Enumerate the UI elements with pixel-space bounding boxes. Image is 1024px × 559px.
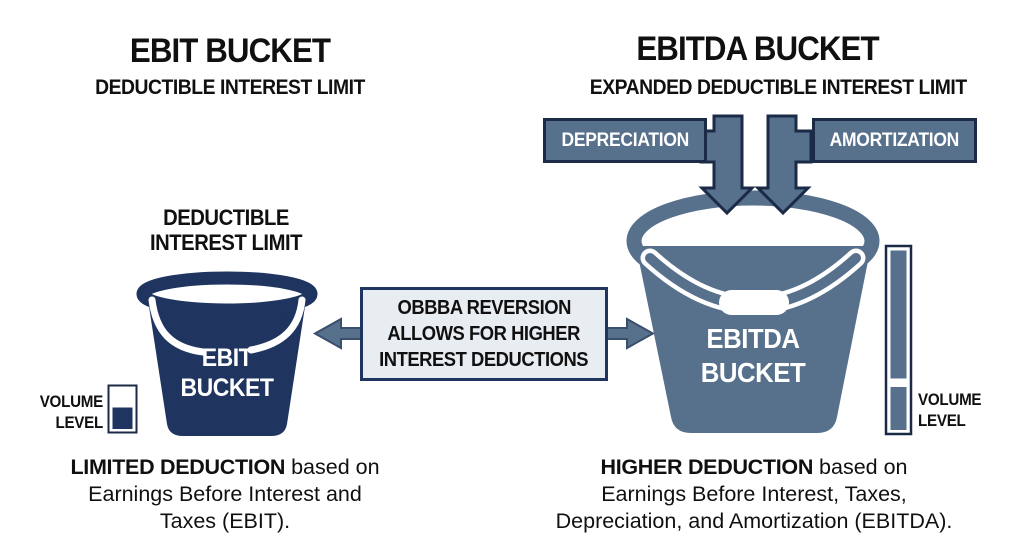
ebit-caption-line2: Earnings Before Interest and (88, 482, 362, 506)
obbba-line3: INTEREST DEDUCTIONS (379, 349, 589, 371)
depreciation-box: DEPRECIATION (543, 118, 707, 163)
ebitda-caption-rest: based on (813, 455, 908, 479)
ebit-bucket-label-line2: BUCKET (180, 374, 274, 402)
ebitda-volume-label: VOLUME LEVEL (918, 390, 996, 431)
ebitda-handle-grip (719, 290, 789, 315)
ebit-caption-line3: Taxes (EBIT). (159, 509, 291, 533)
ebitda-title: EBITDA BUCKET (636, 30, 879, 68)
ebit-handle-right (247, 296, 306, 354)
ebitda-volume-gauge (884, 244, 913, 436)
ebitda-bucket-label: EBITDA BUCKET (679, 322, 826, 390)
ebit-title: EBIT BUCKET (129, 32, 331, 70)
ebitda-bucket-label-line1: EBITDA (706, 323, 800, 354)
ebit-subtitle: DEDUCTIBLE INTEREST LIMIT (95, 76, 365, 99)
ebitda-volume-label-line2: LEVEL (918, 411, 966, 430)
ebitda-caption-line3: Depreciation, and Amortization (EBITDA). (555, 509, 953, 533)
ebit-volume-gauge (107, 384, 138, 434)
depreciation-label: DEPRECIATION (561, 129, 689, 151)
ebit-volume-label: VOLUME LEVEL (34, 392, 104, 433)
ebitda-caption: HIGHER DEDUCTION based on Earnings Befor… (534, 454, 974, 535)
ebit-caption: LIMITED DEDUCTION based on Earnings Befo… (64, 454, 386, 535)
ebitda-bucket-label-line2: BUCKET (700, 357, 806, 388)
ebit-volume-label-line2: LEVEL (55, 413, 103, 432)
ebitda-caption-line2: Earnings Before Interest, Taxes, (601, 482, 907, 506)
ebit-limit-heading: DEDUCTIBLE INTEREST LIMIT (128, 205, 323, 255)
arrow-left-icon (312, 317, 363, 350)
ebit-volume-label-line1: VOLUME (39, 393, 104, 411)
amortization-inflow-arrow-icon (754, 114, 813, 216)
ebit-caption-rest: based on (285, 455, 380, 479)
ebit-limit-heading-line1: DEDUCTIBLE (163, 205, 289, 230)
ebit-bucket-label-line1: EBIT (201, 344, 253, 372)
arrow-right-icon (605, 317, 656, 350)
ebit-bucket-label: EBIT BUCKET (153, 343, 300, 403)
amortization-box: AMORTIZATION (812, 118, 977, 163)
ebit-caption-bold: LIMITED DEDUCTION (70, 455, 286, 479)
ebit-limit-heading-line2: INTEREST LIMIT (149, 230, 303, 255)
obbba-line2: ALLOWS FOR HIGHER (387, 323, 581, 345)
ebit-bucket-graphic (136, 271, 318, 436)
amortization-label: AMORTIZATION (829, 129, 960, 151)
ebit-handle-left (148, 296, 207, 356)
ebitda-caption-bold: HIGHER DEDUCTION (600, 455, 814, 479)
obbba-reversion-box: OBBBA REVERSION ALLOWS FOR HIGHER INTERE… (360, 287, 608, 381)
ebitda-bucket-graphic (626, 190, 880, 433)
ebitda-volume-label-line1: VOLUME (918, 391, 982, 409)
ebitda-subtitle: EXPANDED DEDUCTIBLE INTEREST LIMIT (589, 76, 967, 99)
obbba-line1: OBBBA REVERSION (397, 297, 571, 319)
